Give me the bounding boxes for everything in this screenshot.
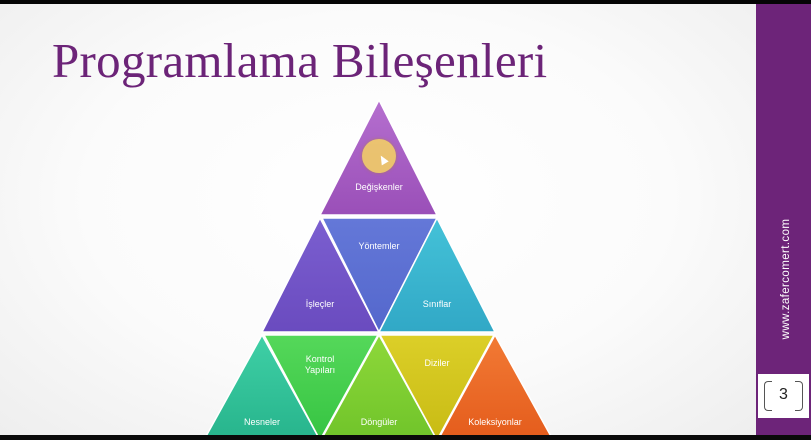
label-yontemler: Yöntemler: [358, 241, 399, 251]
slide-title: Programlama Bileşenleri: [52, 33, 548, 88]
bracket-left-icon: [764, 381, 772, 411]
slide-canvas: Programlama Bileşenleri: [0, 4, 756, 435]
page-number-box: 3: [758, 374, 809, 418]
pyramid-segment-koleksiyonlar: [439, 333, 552, 435]
label-diziler: Diziler: [424, 358, 449, 368]
cursor-highlight: [362, 139, 396, 173]
sidebar: [756, 4, 811, 435]
site-url: www.zafercomert.com: [780, 218, 792, 340]
label-kontrol: Kontrol: [306, 354, 335, 364]
bracket-right-icon: [795, 381, 803, 411]
top-border: [0, 0, 811, 4]
label-nesneler: Nesneler: [244, 417, 280, 427]
pyramid-segment-nesneler: [205, 333, 319, 435]
label-islecler: İşleçler: [306, 299, 335, 309]
label-degiskenler: Değişkenler: [355, 182, 403, 192]
bottom-border: [0, 435, 811, 440]
label-siniflar: Sınıflar: [423, 299, 452, 309]
pyramid-segment-islecler: [260, 216, 381, 333]
pyramid-diagram: Değişkenler Yöntemler İşleçler Sınıflar …: [205, 98, 552, 435]
pyramid-segment-diziler: [378, 334, 496, 435]
label-donguler: Döngüler: [361, 417, 398, 427]
label-koleksiyonlar: Koleksiyonlar: [468, 417, 522, 427]
page-number: 3: [779, 386, 788, 403]
pyramid-segment-siniflar: [377, 216, 497, 333]
pyramid-segment-kontrol-yapilari: [262, 334, 380, 435]
label-yapilari: Yapıları: [305, 365, 335, 375]
